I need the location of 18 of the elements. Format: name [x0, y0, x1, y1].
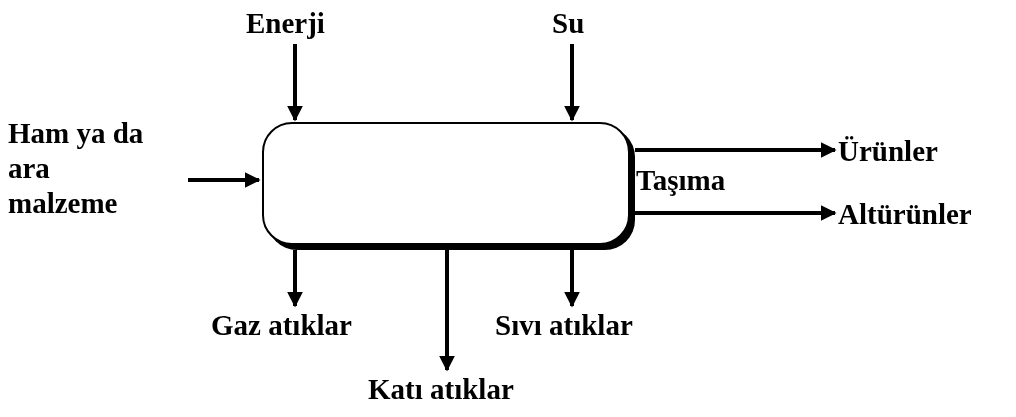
arrow: [188, 172, 261, 188]
process-box: [262, 122, 630, 245]
node-label: Su: [552, 6, 602, 42]
node-label: Ürünler: [838, 134, 978, 170]
node-label: Altürünler: [838, 197, 1014, 233]
node-label: Katı atıklar: [368, 372, 592, 408]
arrow: [564, 44, 580, 122]
arrow: [635, 205, 837, 221]
arrow: [287, 250, 303, 308]
node-label: Gaz atıklar: [211, 308, 403, 344]
arrow: [635, 142, 837, 158]
arrow: [439, 250, 455, 372]
node-label: Sıvı atıklar: [495, 308, 685, 344]
arrow: [287, 44, 303, 122]
annotation-text: Taşıma: [636, 163, 726, 198]
node-label: Ham ya da ara malzeme: [8, 116, 158, 238]
arrow: [564, 250, 580, 308]
node-label: Enerji: [246, 6, 356, 42]
